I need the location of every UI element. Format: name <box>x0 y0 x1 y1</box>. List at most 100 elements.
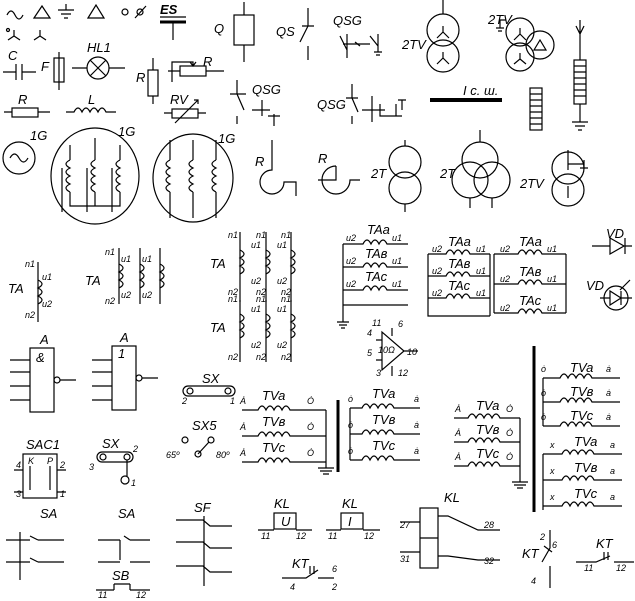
symbol-label: 6 <box>552 540 557 550</box>
symbol-stroke <box>239 232 292 302</box>
voltage-transformer-2tv-b: 2TV <box>487 12 555 72</box>
symbol-stroke <box>529 87 543 131</box>
current-transformer-ta-4: TA n1 n2 n1 n2 n1 n2 u1 u2 u1 u2 <box>210 294 296 362</box>
symbol-stroke <box>11 107 39 118</box>
symbol-label: n2 <box>228 287 238 297</box>
symbol-label: n2 <box>256 352 266 362</box>
symbol-stroke <box>592 236 632 256</box>
l-label: L <box>88 92 95 107</box>
symbol-stroke <box>152 133 234 223</box>
symbol-label: u1 <box>251 304 261 314</box>
diode-vd: VD <box>592 226 632 256</box>
symbol-stroke <box>61 168 121 212</box>
symbol-label: u2 <box>121 290 131 300</box>
disconnector-qsg-low: QSG <box>317 84 406 124</box>
symbol-stroke <box>346 84 406 124</box>
symbol-stroke <box>6 10 24 20</box>
resistor-r: R <box>4 92 50 118</box>
symbol-stroke <box>92 359 158 401</box>
symbol-stroke <box>135 374 143 382</box>
ta4-label: TA <box>210 320 226 335</box>
symbol-label: TVc <box>372 438 396 453</box>
g1-label: 1G <box>30 128 47 143</box>
symbol-stroke <box>525 30 555 60</box>
generator-1g-delta: 1G <box>152 131 235 223</box>
symbol-stroke <box>600 279 632 307</box>
symbol-stroke <box>339 34 382 58</box>
terminal-symbols <box>121 5 147 19</box>
symbol-stroke <box>136 8 144 16</box>
symbol-stroke <box>567 150 588 198</box>
symbol-label: n2 <box>25 310 35 320</box>
symbol-label: 11 <box>328 531 337 541</box>
symbol-label: u1 <box>392 233 402 243</box>
symbol-label: TAc <box>519 293 542 308</box>
connector-sx-2: SX 3 2 1 <box>89 436 138 488</box>
and-gate-a: A & <box>10 332 76 413</box>
symbol-label: 31 <box>400 554 410 564</box>
symbol-label: ȧ <box>414 446 419 456</box>
symbol-stroke <box>242 405 334 475</box>
relay-kl-u: KL U 11 12 <box>258 496 312 541</box>
disconnector-qs: QS <box>276 8 314 60</box>
symbol-label: TVa <box>574 434 597 449</box>
symbol-label: 3 <box>89 462 94 472</box>
symbol-label: u1 <box>547 274 557 284</box>
symbol-label: 6 <box>398 319 403 329</box>
symbol-stroke <box>282 566 334 579</box>
symbol-label: 10Ω <box>378 345 395 355</box>
triangle-symbol <box>32 4 52 19</box>
symbol-stroke <box>2 141 36 175</box>
symbol-label: 4 <box>290 582 295 592</box>
symbol-label: u2 <box>432 244 442 254</box>
symbol-label: u2 <box>432 288 442 298</box>
g2-label: 1G <box>118 124 135 139</box>
symbol-label: u2 <box>432 266 442 276</box>
symbol-label: n1 <box>281 294 291 304</box>
symbol-stroke <box>349 403 420 462</box>
tv-phase-group-2: TVa TVв TVc ȯ ȧ ȯ ȧ ȯ ȧ <box>336 386 420 472</box>
symbol-label: 1 <box>60 489 65 499</box>
sb-label: SB <box>112 568 130 583</box>
ta-phase-group-3: TAa TAв TAc u2 u1 u2 u1 u2 u1 <box>493 234 567 315</box>
symbol-label: Ȯ <box>506 404 513 414</box>
symbol-stroke <box>318 165 360 195</box>
symbol-label: u2 <box>42 299 52 309</box>
es-label: ES <box>160 2 178 17</box>
lamp-hl1: HL1 <box>72 40 125 80</box>
symbol-label: Ȯ <box>307 396 314 406</box>
symbol-stroke <box>66 107 116 114</box>
reactor-r-circle: R <box>318 151 360 195</box>
current-transformer-ta-2: TA n1 n2 u1 u2 u1 u2 <box>85 247 165 306</box>
symbol-label: n1 <box>25 259 35 269</box>
f-label: F <box>41 59 50 74</box>
resistor-vertical-r: R <box>136 58 159 104</box>
symbol-label: u1 <box>476 244 486 254</box>
symbol-label: TVв <box>262 414 286 429</box>
symbol-label: 11 <box>372 318 381 328</box>
symbol-label: 6 <box>332 564 337 574</box>
symbol-label: 2 <box>59 460 65 470</box>
symbol-label: Ȧ <box>239 422 246 432</box>
symbol-label: 11 <box>584 563 593 573</box>
symbol-stroke <box>238 249 296 275</box>
q-label: Q <box>214 21 224 36</box>
capacitor-c: C <box>3 48 36 80</box>
symbol-label: TAa <box>519 234 542 249</box>
symbol-label: 1 <box>230 396 235 406</box>
symbol-stroke <box>165 159 218 193</box>
symbol-label: TAc <box>365 269 388 284</box>
a1-label: A <box>39 332 49 347</box>
surge-arrester-2 <box>572 20 588 131</box>
symbol-label: TVa <box>570 360 593 375</box>
symbol-stroke <box>53 376 61 384</box>
symbol-label: TVc <box>262 440 286 455</box>
symbol-label: n1 <box>228 230 238 240</box>
symbol-label: ȧ <box>606 412 611 422</box>
symbol-stroke <box>123 453 131 461</box>
symbol-label: n2 <box>281 352 291 362</box>
symbol-label: TAa <box>448 234 471 249</box>
symbol-label: ȧ <box>414 394 419 404</box>
power-transformer-2t-3w: 2T <box>439 130 511 208</box>
symbol-stroke <box>197 441 210 455</box>
